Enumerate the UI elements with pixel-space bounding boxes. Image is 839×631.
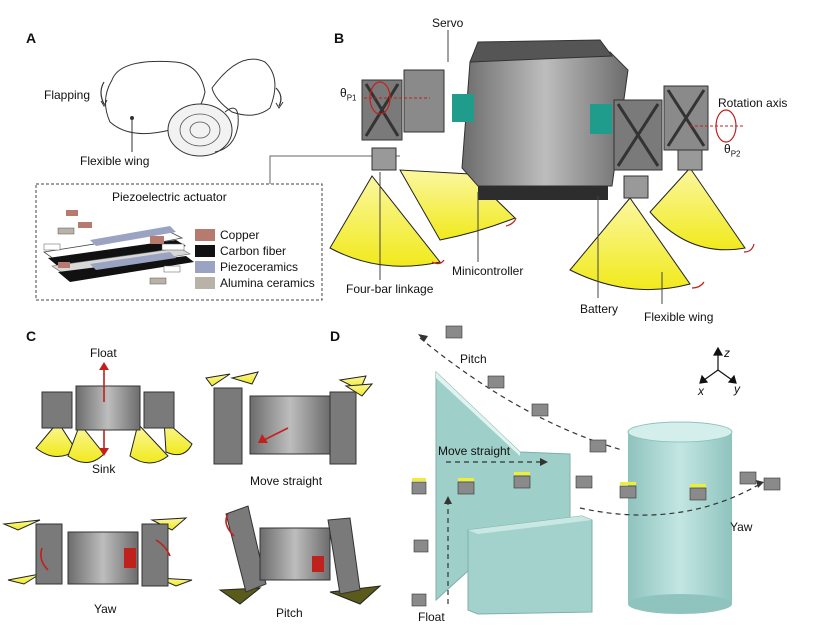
label-flapping: Flapping	[44, 88, 91, 102]
axis-triad	[699, 346, 737, 384]
legend-label-alumina: Alumina ceramics	[220, 276, 315, 290]
legend-swatch-carbon	[195, 245, 215, 257]
label-battery: Battery	[580, 302, 619, 316]
legend-label-piezo: Piezoceramics	[220, 260, 299, 274]
axis-label-y: y	[734, 382, 740, 396]
robot-c-float	[35, 385, 193, 464]
panel-c-graphic	[2, 362, 382, 605]
label-float-d: Float	[418, 610, 445, 624]
servo-right	[613, 85, 709, 199]
wing-b-left-front	[399, 169, 516, 241]
mini-robots	[411, 325, 781, 607]
legend-label-carbon: Carbon fiber	[220, 244, 287, 258]
legend-swatch-piezo	[195, 261, 215, 273]
flap-arrow-left	[100, 81, 105, 105]
label-four-bar: Four-bar linkage	[346, 282, 434, 296]
piezo-actuator	[42, 210, 194, 285]
axis-label-z: z	[724, 346, 730, 360]
trajectory-pitch	[419, 337, 623, 451]
panel-a-graphic	[35, 58, 400, 301]
wing-b-right-front	[569, 197, 691, 291]
legend-swatch-alumina	[195, 277, 215, 289]
panel-d-graphic	[411, 325, 781, 615]
legend-swatch-copper	[195, 229, 215, 241]
trajectory-yaw	[579, 483, 761, 516]
robot-c-pitch	[218, 505, 382, 605]
label-rotation-axis: Rotation axis	[718, 96, 788, 110]
label-sink: Sink	[92, 462, 116, 476]
label-float-c: Float	[90, 346, 117, 360]
label-yaw-d: Yaw	[730, 520, 753, 534]
label-yaw-c: Yaw	[94, 602, 117, 616]
label-pitch-d: Pitch	[460, 352, 487, 366]
label-piezo-title: Piezoelectric actuator	[112, 190, 227, 204]
robot-c-yaw	[2, 517, 193, 587]
legend-label-copper: Copper	[220, 228, 260, 242]
panel-label-b: B	[334, 30, 345, 46]
label-theta-p1: θP1	[340, 86, 357, 103]
robot-c-straight	[205, 371, 374, 465]
obstacle-cylinder	[628, 432, 732, 604]
flap-arrow-right	[275, 87, 282, 107]
piezo-box	[35, 183, 323, 301]
label-theta-p2: θP2	[724, 142, 741, 159]
robot-b-body	[461, 51, 629, 187]
snail-shell	[167, 103, 233, 157]
panel-label-a: A	[26, 30, 37, 46]
label-move-straight-c: Move straight	[250, 474, 323, 488]
label-pitch-c: Pitch	[276, 606, 303, 620]
axis-label-x: x	[698, 384, 704, 398]
label-flexible-wing-b: Flexible wing	[644, 310, 714, 324]
panel-label-c: C	[26, 328, 37, 344]
servo-left	[361, 69, 445, 171]
label-servo: Servo	[432, 16, 464, 30]
label-minicontroller: Minicontroller	[452, 264, 524, 278]
panel-label-d: D	[330, 328, 341, 344]
label-move-straight-d: Move straight	[438, 444, 511, 458]
panel-b-graphic	[329, 30, 755, 304]
wing-b-right-rear	[649, 167, 746, 251]
snail-wing-right	[211, 58, 276, 116]
label-flexible-wing-a: Flexible wing	[80, 154, 150, 168]
